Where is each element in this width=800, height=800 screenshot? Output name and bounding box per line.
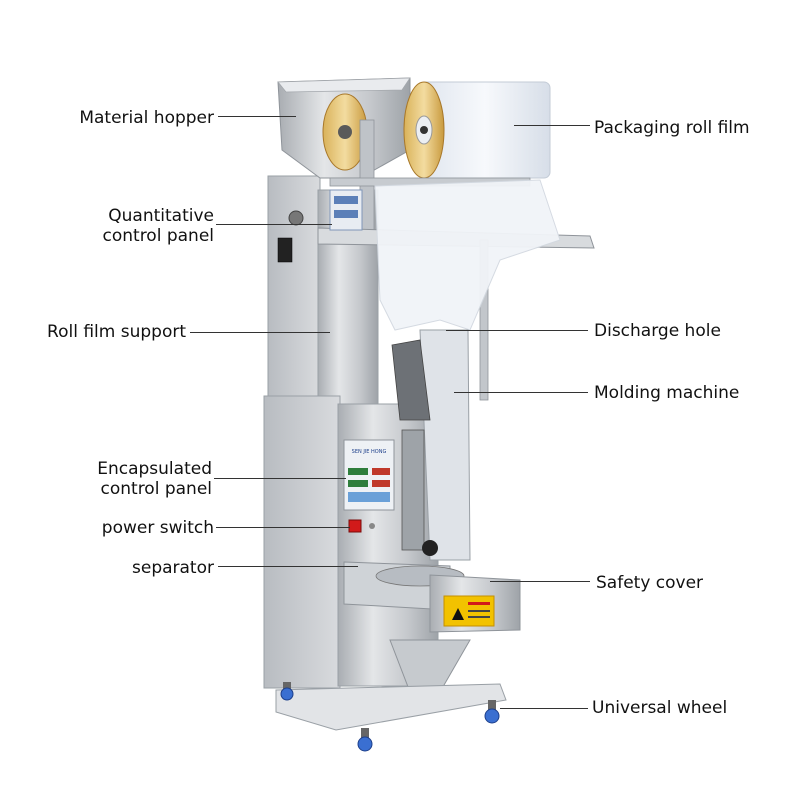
label-molding-machine: Molding machine [594,383,740,403]
power-switch [348,519,362,533]
label-quantitative-control-panel-line2: control panel [102,226,215,246]
machine-base [275,683,507,731]
label-discharge-hole: Discharge hole [594,321,721,341]
leader-line-safety-cover [490,581,590,582]
leader-line-power-switch [216,527,350,528]
film-drape [374,179,561,331]
label-separator: separator [132,558,214,578]
leader-line-roll-film-support [190,332,330,333]
panel-brand: SEN JIE HONG [352,449,387,455]
label-safety-cover: Safety cover [596,573,704,593]
leader-line-quantitative-panel [216,224,332,225]
label-roll-film-support: Roll film support [47,322,186,342]
leader-line-universal-wheel [500,708,588,709]
leader-line-separator [218,566,358,567]
label-material-hopper: Material hopper [79,108,214,128]
leader-line-material-hopper [218,116,296,117]
leader-line-encapsulated-panel [214,478,346,479]
label-quantitative-control-panel-line1: Quantitative [108,206,214,226]
label-packaging-roll-film: Packaging roll film [594,118,750,138]
lower-cabinet-side [263,395,341,689]
leader-line-packaging-roll-film [514,125,590,126]
label-power-switch: power switch [101,518,214,538]
label-encapsulated-control-panel-line1: Encapsulated [97,459,212,479]
universal-wheel [280,682,500,752]
label-universal-wheel: Universal wheel [592,698,728,718]
leader-line-molding-machine [454,392,588,393]
label-encapsulated-control-panel-line2: control panel [100,479,213,499]
leader-line-discharge-hole [446,330,588,331]
